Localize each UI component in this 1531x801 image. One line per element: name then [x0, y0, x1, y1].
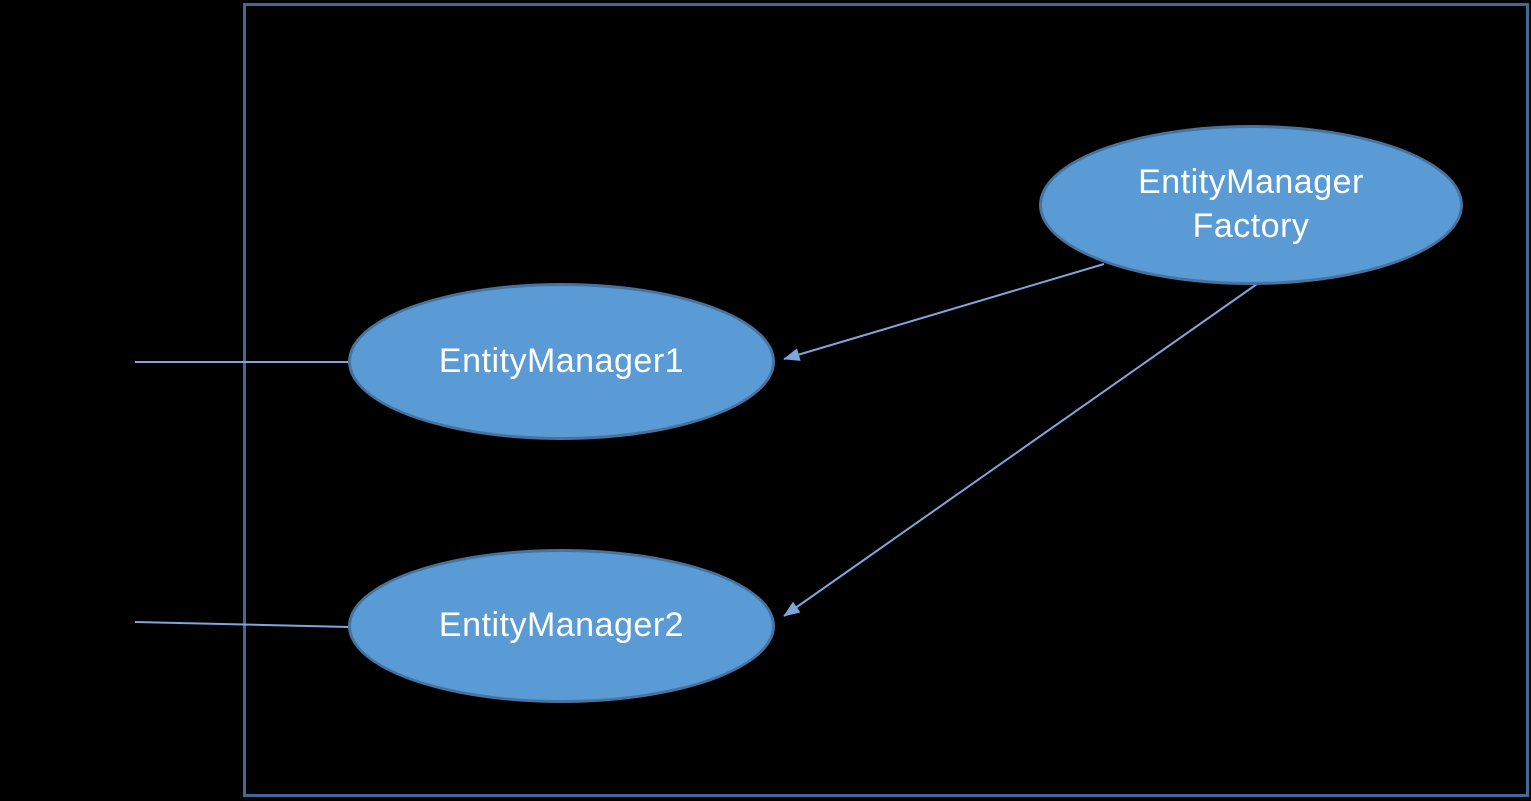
node-label: EntityManager	[1138, 163, 1364, 202]
node-label: EntityManager1	[438, 341, 685, 380]
edge-factory-to-entitymanager1	[783, 263, 1105, 361]
node-entitymanager2: EntityManager2	[348, 549, 775, 703]
edge-left-to-entitymanager2	[134, 621, 350, 628]
edge-factory-to-entitymanager2	[783, 283, 1258, 617]
boundary-frame	[243, 3, 1529, 797]
node-label: Factory	[1192, 207, 1310, 245]
node-label: EntityManager2	[438, 606, 685, 645]
node-entitymanager1: EntityManager1	[348, 283, 775, 440]
node-entitymanager-factory: EntityManager Factory	[1039, 125, 1463, 285]
